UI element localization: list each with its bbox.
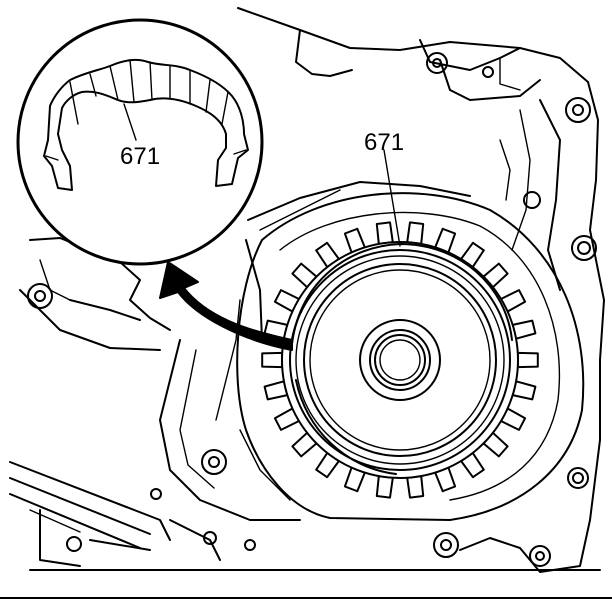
clutch-tooth xyxy=(261,351,284,369)
clutch-tooth xyxy=(375,221,394,245)
clutch-tooth xyxy=(516,351,539,369)
clutch-drum xyxy=(281,241,519,479)
inset-detail xyxy=(16,18,264,266)
inset-part-number: 671 xyxy=(120,143,160,170)
main-part-number: 671 xyxy=(364,129,404,156)
case-housing xyxy=(0,7,612,599)
bolt-holes xyxy=(27,52,597,567)
clutch-tooth xyxy=(406,221,425,245)
removal-arrow xyxy=(159,261,293,351)
main-leader xyxy=(383,149,401,247)
clutch-tooth xyxy=(375,475,394,499)
pump-housing xyxy=(236,192,585,521)
clutch-tooth xyxy=(406,475,425,499)
